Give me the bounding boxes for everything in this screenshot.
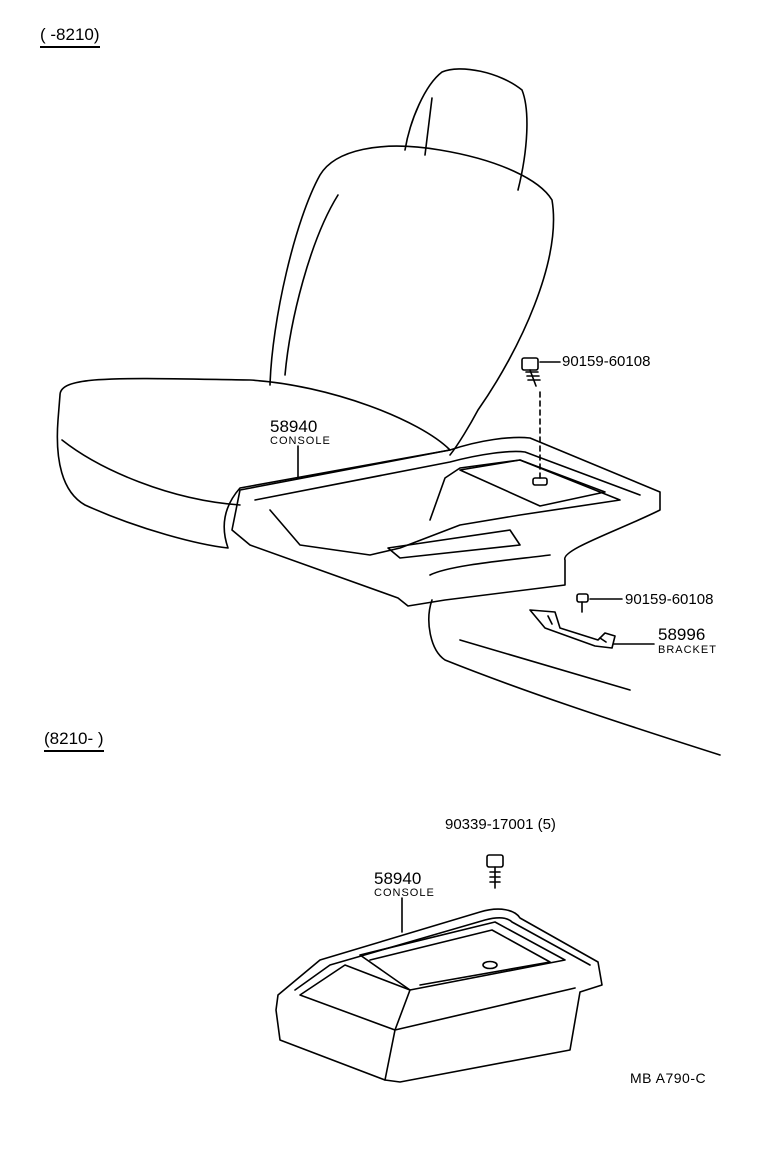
- console-lower-hole: [482, 960, 498, 970]
- console-upper-slot: [387, 529, 521, 559]
- part-number-console-lower: 58940: [374, 869, 422, 888]
- part-name-console-upper: CONSOLE: [270, 435, 331, 447]
- console-upper-front: [429, 554, 551, 576]
- bracket-part: [529, 609, 616, 649]
- part-name-console-lower: CONSOLE: [374, 887, 435, 899]
- seat-headrest-post: [424, 97, 433, 156]
- bracket-part-detail: [547, 615, 607, 643]
- second-seat-edge: [459, 639, 631, 691]
- seat-illustration: [56, 68, 555, 549]
- console-lower-rim: [294, 917, 591, 991]
- console-lower-outer: [275, 908, 603, 1083]
- console-upper-tray: [269, 459, 621, 556]
- console-upper-hole: [532, 477, 548, 486]
- console-upper-rim: [254, 450, 641, 501]
- range-label-upper: ( -8210): [40, 26, 100, 48]
- seat-backrest: [269, 145, 555, 456]
- bolt-lower: [486, 854, 504, 889]
- part-number-screw-upper: 90159-60108: [562, 353, 651, 370]
- seat-backrest-seam: [284, 194, 339, 376]
- range-label-lower: (8210- ): [44, 730, 104, 752]
- part-name-bracket: BRACKET: [658, 644, 717, 656]
- part-number-screw-bracket: 90159-60108: [625, 591, 714, 608]
- console-lower-illustration: [275, 908, 603, 1083]
- console-upper-illustration: [231, 436, 661, 607]
- part-number-bolt-lower: 90339-17001 (5): [445, 816, 556, 833]
- second-seat-cushion: [428, 599, 721, 756]
- console-lower-front: [384, 987, 576, 1081]
- screw-upper: [521, 357, 541, 387]
- seat-cushion-seam: [61, 439, 241, 506]
- console-upper-pocket: [459, 459, 606, 507]
- diagram-code: MB A790-C: [630, 1070, 707, 1086]
- seat-headrest: [404, 68, 528, 191]
- console-lower-pocket-inner: [369, 929, 551, 986]
- part-number-bracket: 58996: [658, 625, 706, 644]
- part-number-console-upper: 58940: [270, 417, 318, 436]
- console-upper-outer: [231, 436, 661, 607]
- seat-cushion: [56, 377, 451, 549]
- console-lower-pocket: [359, 921, 566, 991]
- screw-bracket: [576, 593, 589, 613]
